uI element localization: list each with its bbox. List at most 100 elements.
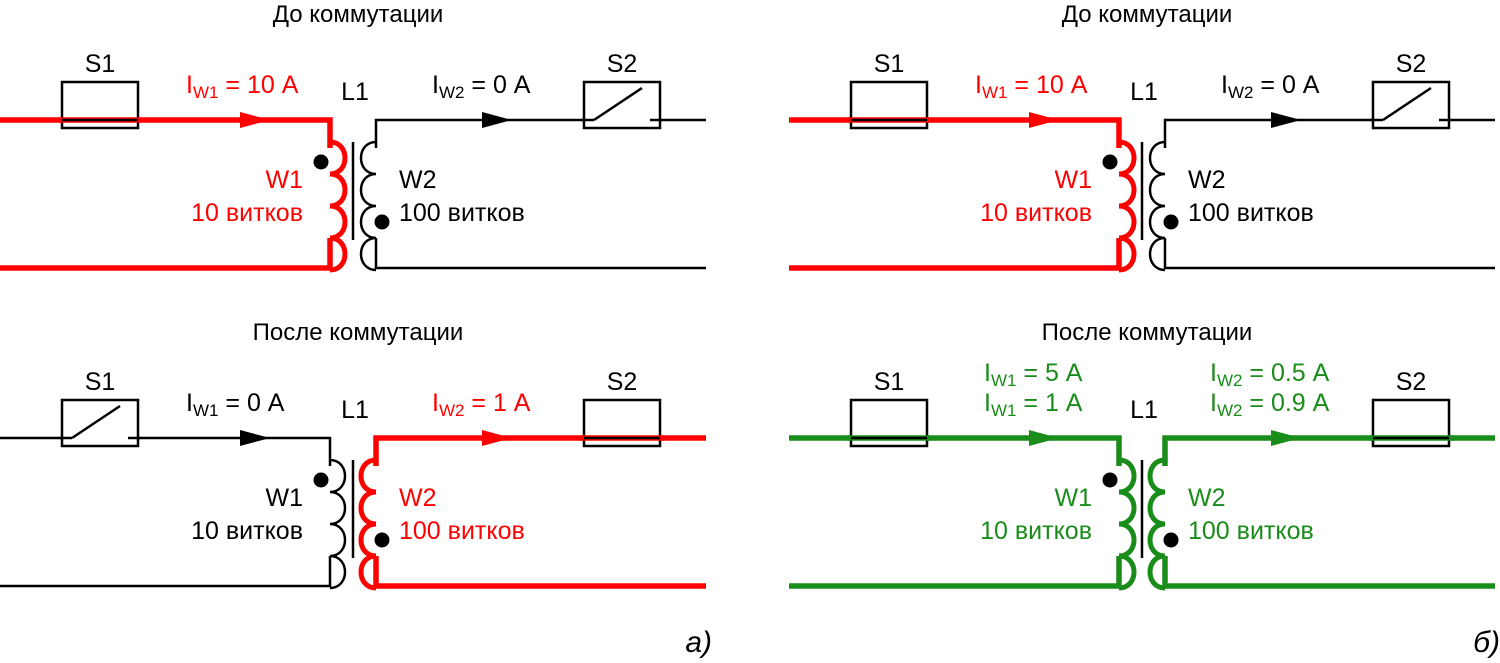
- w2-name: W2: [1188, 484, 1226, 512]
- polarity-dot-primary: [1102, 472, 1118, 488]
- current-label-secondary-base: I: [432, 71, 439, 99]
- transformer-label: L1: [341, 78, 369, 106]
- polarity-dot-secondary: [1163, 214, 1179, 230]
- switch-blade: [71, 404, 121, 440]
- w1-turns: 10 витков: [191, 517, 303, 545]
- current-label-secondary-rest: = 0 А: [1253, 71, 1319, 99]
- secondary-bottom-wire: [374, 238, 706, 270]
- element-label: S2: [1396, 50, 1427, 78]
- secondary-coil: [1147, 457, 1166, 591]
- current-label-secondary-rest: = 0.5 А: [1242, 359, 1329, 387]
- current-arrow-primary: [1029, 112, 1059, 128]
- current-label-secondary-sub: W2: [1228, 83, 1254, 102]
- current-label-primary-base: I: [186, 71, 193, 99]
- element-label: S1: [85, 368, 116, 396]
- element-label: S1: [874, 368, 905, 396]
- polarity-dot-secondary: [374, 532, 390, 548]
- panel-letter: а): [685, 626, 712, 659]
- current-label-secondary-base: I: [1210, 389, 1217, 417]
- current-label-primary-rest: = 10 А: [218, 71, 298, 99]
- w1-name: W1: [1055, 484, 1093, 512]
- primary-bottom-wire: [789, 238, 1122, 271]
- current-label-primary-sub: W1: [991, 371, 1017, 390]
- circuit-title: До коммутации: [1062, 1, 1233, 28]
- current-label-primary: IW1 = 1 А: [984, 389, 1083, 420]
- primary-coil: [1118, 139, 1137, 273]
- current-label-primary: IW1 = 10 А: [975, 71, 1088, 102]
- current-label-primary-sub: W1: [193, 83, 219, 102]
- polarity-dot-primary: [313, 154, 329, 170]
- current-label-primary-base: I: [975, 71, 982, 99]
- primary-top-wire: [789, 435, 1122, 466]
- current-label-primary-sub: W1: [193, 401, 219, 420]
- primary-top-wire: [0, 436, 332, 466]
- primary-coil: [329, 458, 347, 590]
- primary-bottom-wire: [789, 556, 1122, 589]
- w1-name: W1: [266, 484, 304, 512]
- current-label-primary-sub: W1: [982, 83, 1008, 102]
- transformer-label: L1: [341, 396, 369, 424]
- circuit-title: До коммутации: [273, 1, 444, 28]
- element-box: [582, 80, 662, 130]
- current-arrow-secondary: [1271, 112, 1301, 128]
- secondary-coil: [359, 140, 377, 272]
- secondary-coil: [1148, 140, 1166, 272]
- polarity-dot-secondary: [374, 214, 390, 230]
- current-label-secondary-sub: W2: [1217, 371, 1243, 390]
- switch-blade: [1382, 86, 1432, 122]
- current-label-secondary-base: I: [1221, 71, 1228, 99]
- circuit-title: После коммутации: [1042, 319, 1253, 346]
- element-label: S1: [874, 50, 905, 78]
- secondary-coil: [358, 457, 377, 591]
- current-label-secondary: IW2 = 0 А: [1221, 71, 1320, 102]
- switch-blade: [593, 86, 643, 122]
- current-label-primary-rest: = 10 А: [1007, 71, 1087, 99]
- current-arrow-primary: [240, 112, 270, 128]
- current-label-primary-base: I: [984, 359, 991, 387]
- current-label-secondary: IW2 = 0 А: [432, 71, 531, 102]
- current-label-primary: IW1 = 0 А: [186, 389, 285, 420]
- current-label-primary-rest: = 5 А: [1016, 359, 1082, 387]
- transformer-label: L1: [1130, 78, 1158, 106]
- primary-top-wire: [0, 117, 333, 148]
- current-label-primary: IW1 = 10 А: [186, 71, 299, 102]
- current-label-primary-rest: = 0 А: [218, 389, 284, 417]
- current-label-secondary-sub: W2: [439, 401, 465, 420]
- element-label: S2: [1396, 368, 1427, 396]
- current-label-primary-base: I: [984, 389, 991, 417]
- primary-bottom-wire: [0, 238, 333, 271]
- w1-name: W1: [266, 166, 304, 194]
- w1-name: W1: [1055, 166, 1093, 194]
- polarity-dot-primary: [1102, 154, 1118, 170]
- element-label: S1: [85, 50, 116, 78]
- current-arrow-secondary: [482, 112, 512, 128]
- primary-coil: [1118, 457, 1137, 591]
- current-label-secondary-base: I: [432, 389, 439, 417]
- primary-top-wire: [789, 117, 1122, 148]
- current-arrow-primary: [1029, 430, 1059, 446]
- w2-turns: 100 витков: [1188, 517, 1314, 545]
- primary-coil: [329, 139, 348, 273]
- current-label-primary: IW1 = 5 А: [984, 359, 1083, 390]
- element-label: S2: [607, 368, 638, 396]
- w2-turns: 100 витков: [399, 517, 525, 545]
- polarity-dot-primary: [313, 472, 329, 488]
- current-label-secondary: IW2 = 1 А: [432, 389, 531, 420]
- circuit-title: После коммутации: [253, 319, 464, 346]
- w2-turns: 100 витков: [399, 199, 525, 227]
- current-arrow-secondary: [482, 430, 512, 446]
- secondary-bottom-wire: [373, 556, 706, 589]
- transformer-label: L1: [1130, 396, 1158, 424]
- secondary-bottom-wire: [1163, 238, 1495, 270]
- current-label-primary-base: I: [186, 389, 193, 417]
- current-label-primary-rest: = 1 А: [1016, 389, 1082, 417]
- w2-name: W2: [399, 484, 437, 512]
- element-box: [60, 398, 140, 448]
- w1-turns: 10 витков: [980, 517, 1092, 545]
